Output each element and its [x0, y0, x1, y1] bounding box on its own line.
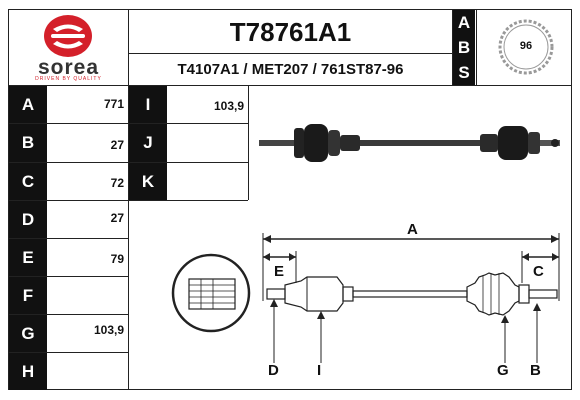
row-value-a: 771 — [103, 97, 124, 111]
row-label-i: I — [129, 86, 167, 123]
dimension-e-label: E — [274, 263, 285, 280]
abs-letter-a: A — [453, 10, 475, 35]
row-label-d: D — [9, 201, 47, 238]
marker-d-label: D — [268, 362, 279, 379]
ijk-row-divider — [129, 162, 248, 163]
drive-shaft-photo-icon — [259, 124, 560, 162]
row-value-d: 27 — [110, 211, 124, 225]
abs-gear-icon — [498, 19, 554, 75]
row-divider — [9, 276, 128, 277]
brand-tagline: DRIVEN BY QUALITY — [35, 76, 102, 82]
brand-logo: sorea DRIVEN BY QUALITY — [9, 10, 128, 85]
row-label-g: G — [9, 315, 47, 352]
marker-i-label: I — [317, 362, 322, 379]
row-label-a: A — [9, 86, 47, 123]
left-column-divider — [128, 10, 129, 390]
row-divider — [9, 123, 128, 124]
abs-letter-b: B — [453, 35, 475, 60]
row-divider — [9, 352, 128, 353]
row-label-k: K — [129, 163, 167, 200]
row-divider — [9, 314, 128, 315]
row-value-e: 79 — [110, 252, 124, 266]
sorea-logo-icon — [44, 15, 92, 57]
abs-divider-left — [452, 10, 453, 85]
row-label-h: H — [9, 353, 47, 390]
row-divider — [9, 200, 128, 201]
code-divider — [129, 53, 452, 54]
dimension-a-label: A — [407, 221, 418, 238]
marker-b-label: B — [530, 362, 541, 379]
row-value-c: 72 — [110, 176, 124, 190]
drive-shaft-diagram-icon — [171, 233, 560, 363]
technical-diagram: A E C D I G B — [129, 201, 571, 390]
ijk-row-divider — [129, 123, 248, 124]
abs-divider-right — [476, 10, 477, 85]
row-value-g: 103,9 — [93, 323, 124, 337]
ijk-row-divider — [129, 200, 248, 201]
main-part-code: T78761A1 — [229, 17, 352, 47]
row-label-f: F — [9, 277, 47, 314]
dimension-c-label: C — [533, 263, 544, 280]
row-value-b: 27 — [110, 138, 124, 152]
row-value-i: 103,9 — [213, 99, 244, 113]
abs-teeth-count: 96 — [519, 40, 533, 52]
marker-g-label: G — [497, 362, 509, 379]
row-label-j: J — [129, 124, 167, 162]
abs-letter-s: S — [453, 60, 475, 85]
row-label-c: C — [9, 163, 47, 200]
brand-name: sorea — [37, 56, 100, 79]
product-photo — [254, 110, 569, 180]
ijk-divider — [248, 86, 249, 200]
row-label-b: B — [9, 124, 47, 162]
row-label-e: E — [9, 239, 47, 276]
row-divider — [9, 238, 128, 239]
alternate-part-codes: T4107A1 / MET207 / 761ST87-96 — [177, 61, 404, 78]
row-divider — [9, 162, 128, 163]
header-divider — [9, 85, 571, 86]
product-sheet: sorea DRIVEN BY QUALITY T78761A1 T4107A1… — [8, 9, 572, 390]
abs-ring: 96 — [477, 10, 571, 85]
